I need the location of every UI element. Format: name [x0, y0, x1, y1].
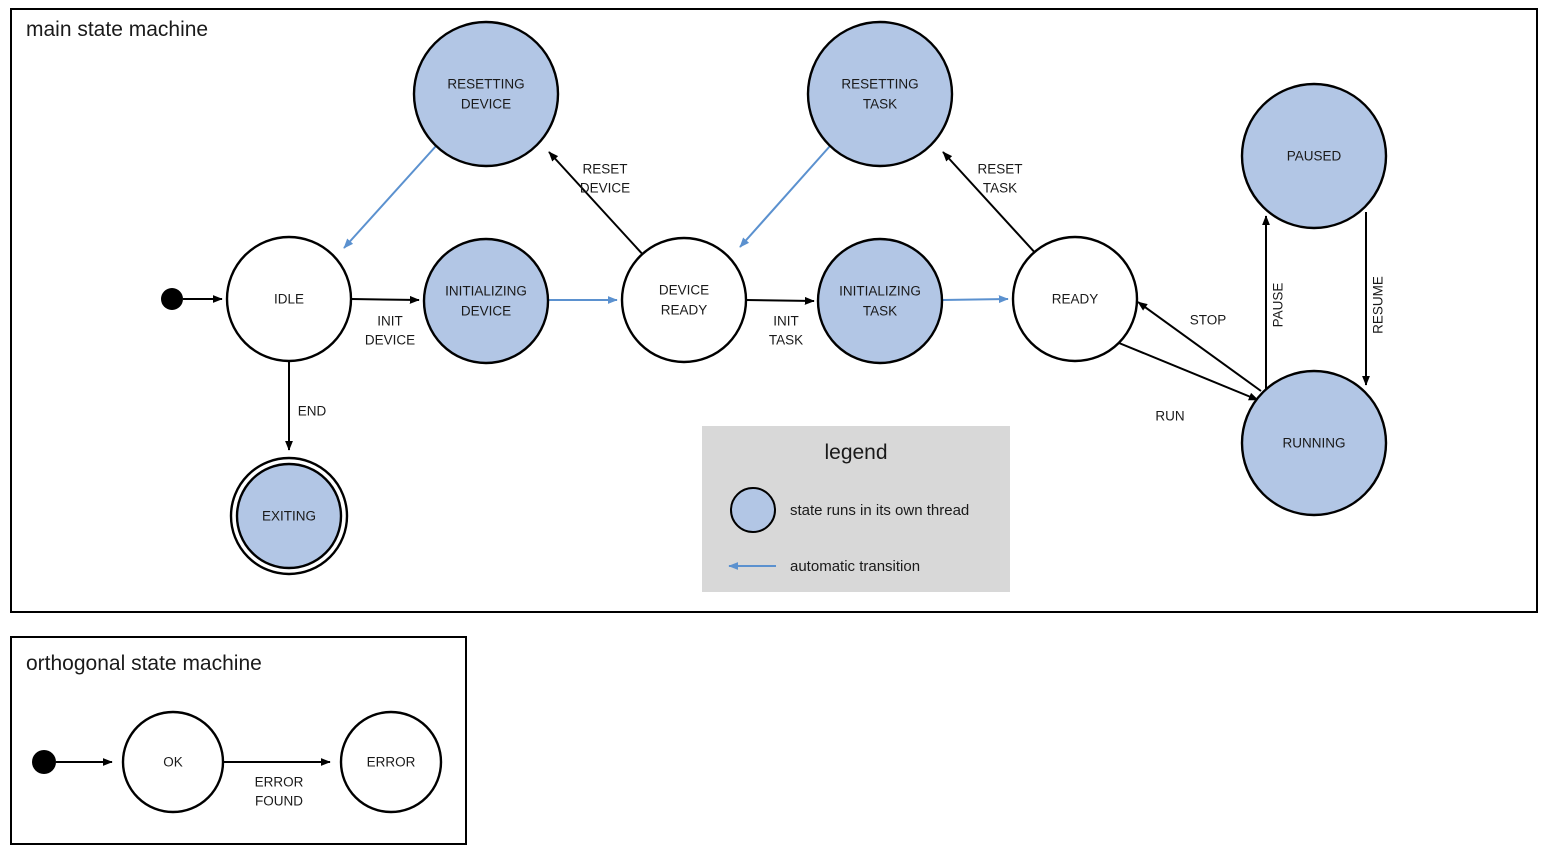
edge-label-error-found-line1: ERROR — [255, 775, 304, 790]
thread-state-circle-icon — [730, 487, 776, 533]
state-label-initializing-device-line2: DEVICE — [461, 304, 511, 319]
state-label-resetting-task-line1: RESETTING — [841, 77, 918, 92]
edge-label-reset-device-line2: DEVICE — [580, 181, 630, 196]
legend-item-thread-state: state runs in its own thread — [730, 487, 969, 533]
edge-label-reset-device-line1: RESET — [582, 162, 627, 177]
transition-device-ready-resetting-device: RESET DEVICE — [548, 151, 647, 259]
state-node-idle[interactable]: IDLE — [225, 235, 353, 363]
edge-label-init-task-line2: TASK — [769, 333, 803, 348]
state-node-error[interactable]: ERROR — [339, 710, 443, 814]
edge-label-error-found-line2: FOUND — [255, 794, 303, 809]
transition-initializing-task-ready — [941, 295, 1009, 304]
state-label-device-ready-line1: DEVICE — [659, 283, 709, 298]
legend-label-automatic-transition: automatic transition — [790, 558, 920, 575]
initial-state-dot — [161, 288, 183, 310]
state-label-resetting-task-line2: TASK — [863, 97, 897, 112]
state-node-resetting-task[interactable]: RESETTING TASK — [806, 20, 954, 168]
transition-running-paused: PAUSE — [1262, 215, 1286, 392]
edge-label-stop: STOP — [1190, 313, 1227, 328]
transition-running-ready: STOP — [1137, 301, 1262, 392]
state-label-ready: READY — [1052, 292, 1099, 307]
state-node-device-ready[interactable]: DEVICE READY — [620, 236, 748, 364]
state-label-error: ERROR — [367, 755, 416, 770]
state-node-exiting[interactable]: EXITING — [229, 456, 349, 576]
state-label-paused: PAUSED — [1287, 149, 1342, 164]
state-label-exiting: EXITING — [262, 509, 316, 524]
legend-label-thread-state: state runs in its own thread — [790, 502, 969, 519]
state-label-resetting-device-line1: RESETTING — [447, 77, 524, 92]
state-label-device-ready-line2: READY — [661, 303, 708, 318]
state-node-initializing-device[interactable]: INITIALIZING DEVICE — [422, 237, 550, 365]
edge-label-pause: PAUSE — [1271, 283, 1286, 328]
edge-label-init-device-line2: DEVICE — [365, 333, 415, 348]
edge-label-init-device-line1: INIT — [377, 314, 403, 329]
orthogonal-state-machine-title: orthogonal state machine — [26, 652, 262, 675]
state-label-running: RUNNING — [1283, 436, 1346, 451]
main-state-machine-frame — [10, 8, 1538, 613]
edge-label-run: RUN — [1155, 409, 1184, 424]
transition-ok-error: ERROR FOUND — [223, 758, 331, 809]
state-label-resetting-device-line2: DEVICE — [461, 97, 511, 112]
state-label-ok: OK — [163, 755, 183, 770]
transition-resetting-task-device-ready — [739, 145, 831, 248]
edge-label-init-task-line1: INIT — [773, 314, 799, 329]
legend-title: legend — [824, 441, 887, 464]
state-node-ok[interactable]: OK — [121, 710, 225, 814]
transition-paused-running: RESUME — [1362, 212, 1386, 386]
transition-device-ready-initializing-task: INIT TASK — [745, 296, 815, 348]
state-node-resetting-device[interactable]: RESETTING DEVICE — [412, 20, 560, 168]
orthogonal-state-machine-frame — [10, 636, 467, 845]
transition-resetting-device-idle — [343, 145, 437, 249]
state-label-idle: IDLE — [274, 292, 304, 307]
transition-ready-running: RUN — [1118, 342, 1259, 424]
state-node-initializing-task[interactable]: INITIALIZING TASK — [816, 237, 944, 365]
transition-ready-resetting-task: RESET TASK — [942, 151, 1039, 257]
state-node-paused[interactable]: PAUSED — [1240, 82, 1388, 230]
legend-item-automatic-transition: automatic transition — [728, 558, 920, 575]
edge-label-reset-task-line1: RESET — [977, 162, 1022, 177]
main-state-machine-title: main state machine — [26, 18, 208, 41]
orthogonal-initial-state-dot — [32, 750, 56, 774]
transition-idle-exiting: END — [285, 361, 327, 451]
edge-label-reset-task-line2: TASK — [983, 181, 1017, 196]
state-node-ready[interactable]: READY — [1011, 235, 1139, 363]
legend: legend state runs in its own thread auto… — [702, 426, 1010, 592]
state-label-initializing-task-line2: TASK — [863, 304, 897, 319]
edge-label-end: END — [298, 404, 327, 419]
state-node-running[interactable]: RUNNING — [1240, 369, 1388, 517]
transition-idle-initializing-device: INIT DEVICE — [350, 295, 420, 348]
edge-label-resume: RESUME — [1371, 276, 1386, 334]
state-label-initializing-device-line1: INITIALIZING — [445, 284, 527, 299]
state-label-initializing-task-line1: INITIALIZING — [839, 284, 921, 299]
